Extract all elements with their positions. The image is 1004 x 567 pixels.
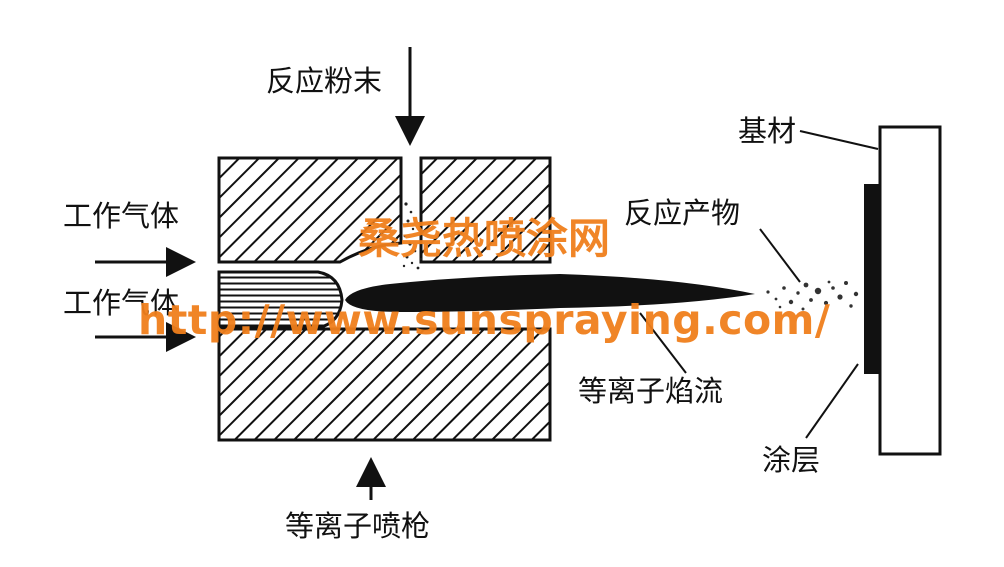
plasma-jet-flame xyxy=(345,274,755,312)
reaction-powder-label: 反应粉末 xyxy=(266,64,383,98)
substrate-label: 基材 xyxy=(738,114,797,148)
plasma-jet-label: 等离子焰流 xyxy=(578,374,724,408)
plasma-gun-label: 等离子喷枪 xyxy=(285,509,431,543)
watermark-url: http://www.sunspraying.com/ xyxy=(138,296,831,344)
product-particles xyxy=(766,280,859,311)
watermark-title: 桑尧热喷涂网 xyxy=(358,214,611,263)
gun-lower-block xyxy=(217,327,552,442)
gun-cathode xyxy=(217,270,344,330)
reaction-product-label: 反应产物 xyxy=(624,196,741,230)
gun-upper-right-block xyxy=(419,156,552,264)
substrate-plate xyxy=(878,125,942,456)
working-gas-label-lower: 工作气体 xyxy=(63,286,180,320)
coating-leader xyxy=(805,363,859,439)
product-leader xyxy=(759,228,801,283)
gun-upper-left-block xyxy=(217,156,403,264)
coating-layer xyxy=(864,184,880,374)
coating-label: 涂层 xyxy=(762,443,821,477)
substrate-leader xyxy=(799,130,879,150)
working-gas-label-upper: 工作气体 xyxy=(63,199,180,233)
plasma-jet-leader xyxy=(639,312,687,374)
powder-particles xyxy=(402,202,423,270)
